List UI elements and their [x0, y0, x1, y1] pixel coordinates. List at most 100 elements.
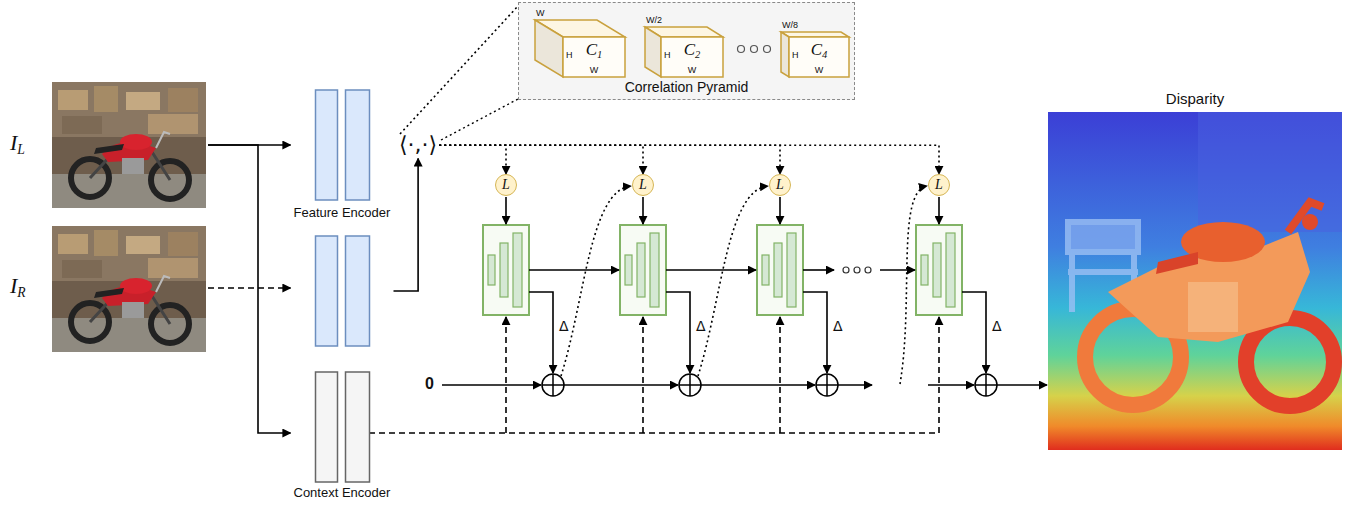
sum-node	[975, 374, 997, 396]
lookup-symbol: L	[770, 175, 790, 194]
dimension-label: W	[536, 8, 545, 18]
flow-arrow	[505, 197, 507, 224]
photo-illustration	[52, 82, 206, 208]
update-block	[916, 225, 962, 315]
cost-volume: C4W/8HW	[781, 7, 849, 77]
cube-outline	[535, 20, 625, 77]
encoder-layers	[315, 372, 337, 482]
update-layer	[488, 255, 495, 285]
photo-illustration	[168, 232, 198, 256]
sum-node	[816, 374, 838, 396]
flow-arrow	[666, 292, 690, 373]
context-feed	[505, 317, 507, 433]
flow-arrow	[779, 197, 781, 224]
lookup-symbol: L	[496, 175, 516, 194]
disparity-illustration	[1048, 112, 1342, 450]
photo-illustration	[94, 288, 124, 298]
disparity-feedback	[561, 186, 631, 376]
flow-arrow	[442, 197, 1047, 385]
dimension-label: W	[563, 65, 625, 75]
update-layer	[787, 233, 796, 307]
ellipsis-dots	[738, 46, 745, 53]
panel-title: Correlation Pyramid	[519, 79, 854, 95]
connector	[439, 145, 643, 174]
dimension-label: W/8	[782, 20, 798, 30]
photo-illustration	[52, 226, 206, 352]
image-label: IL	[10, 130, 25, 156]
context-feed	[938, 317, 940, 433]
cube-outline	[789, 37, 849, 77]
update-layer	[650, 233, 659, 307]
sum-node	[975, 374, 997, 396]
flow-arrow	[928, 384, 974, 386]
lookup-symbol: L	[633, 175, 653, 194]
context-feed	[369, 317, 939, 433]
ellipsis-dots	[843, 267, 849, 273]
zoom-line	[441, 99, 518, 140]
disparity-illustration	[1288, 202, 1323, 232]
connector	[394, 158, 419, 291]
encoder-layers	[345, 90, 369, 200]
disparity-feedback	[698, 186, 768, 376]
update-layer	[513, 233, 522, 307]
dimension-label: H	[664, 50, 671, 60]
update-block	[757, 225, 803, 315]
photo-illustration	[58, 90, 88, 110]
connector	[400, 6, 518, 134]
update-delta: Δ	[833, 318, 843, 334]
photo-illustration	[126, 92, 160, 110]
cube-outline	[661, 37, 723, 77]
update-layer	[488, 233, 955, 307]
photo-illustration	[122, 302, 144, 318]
update-layer	[933, 243, 941, 297]
flow-arrow	[642, 197, 644, 224]
flow-arrow	[529, 269, 619, 271]
photo-illustration	[148, 258, 198, 278]
encoder-label: Feature Encoder	[294, 205, 391, 220]
lookup-circle: L	[495, 174, 517, 196]
photo-illustration	[52, 226, 206, 352]
lookup-circle: L	[769, 174, 791, 196]
photo-illustration	[168, 88, 198, 112]
disparity-illustration	[1188, 282, 1238, 332]
photo-illustration	[52, 226, 206, 281]
dimension-label: W	[789, 65, 849, 75]
update-layer	[637, 243, 645, 297]
sum-node	[679, 374, 701, 396]
context-feed	[642, 317, 644, 433]
photo-illustration	[120, 134, 152, 150]
photo-illustration	[58, 234, 88, 254]
ellipsis-dots	[843, 267, 871, 273]
flow-arrow	[938, 197, 940, 224]
cube-outline	[535, 20, 563, 77]
update-delta: Δ	[696, 318, 706, 334]
initial-value: 0	[425, 375, 434, 393]
sum-node	[816, 374, 838, 396]
encoder-block: Context Encoder	[291, 370, 394, 506]
cube-outline	[563, 37, 625, 77]
cost-volume: C2W/2HW	[645, 7, 723, 77]
photo-illustration	[94, 144, 124, 154]
cost-volume: C1WHW	[535, 7, 625, 77]
connector	[439, 145, 506, 174]
flow-arrow	[962, 292, 986, 373]
encoder-layers	[345, 236, 369, 346]
subscript: 1	[597, 49, 602, 60]
subscript: 4	[822, 49, 827, 60]
subscript: L	[17, 142, 25, 157]
photo-illustration	[62, 260, 102, 278]
cube-outline	[645, 27, 661, 77]
correlation-op: ⟨·,·⟩	[397, 132, 439, 158]
ellipsis-dots	[764, 46, 771, 53]
cube-outline	[781, 32, 849, 77]
flow-arrow	[880, 269, 915, 271]
ellipsis-dots	[854, 267, 860, 273]
disparity-illustration	[1048, 112, 1342, 450]
cube-outline	[535, 7, 625, 77]
photo-illustration	[94, 230, 118, 256]
connector	[208, 287, 291, 289]
dimension-label: H	[566, 50, 573, 60]
lookup-symbol: L	[929, 175, 949, 194]
